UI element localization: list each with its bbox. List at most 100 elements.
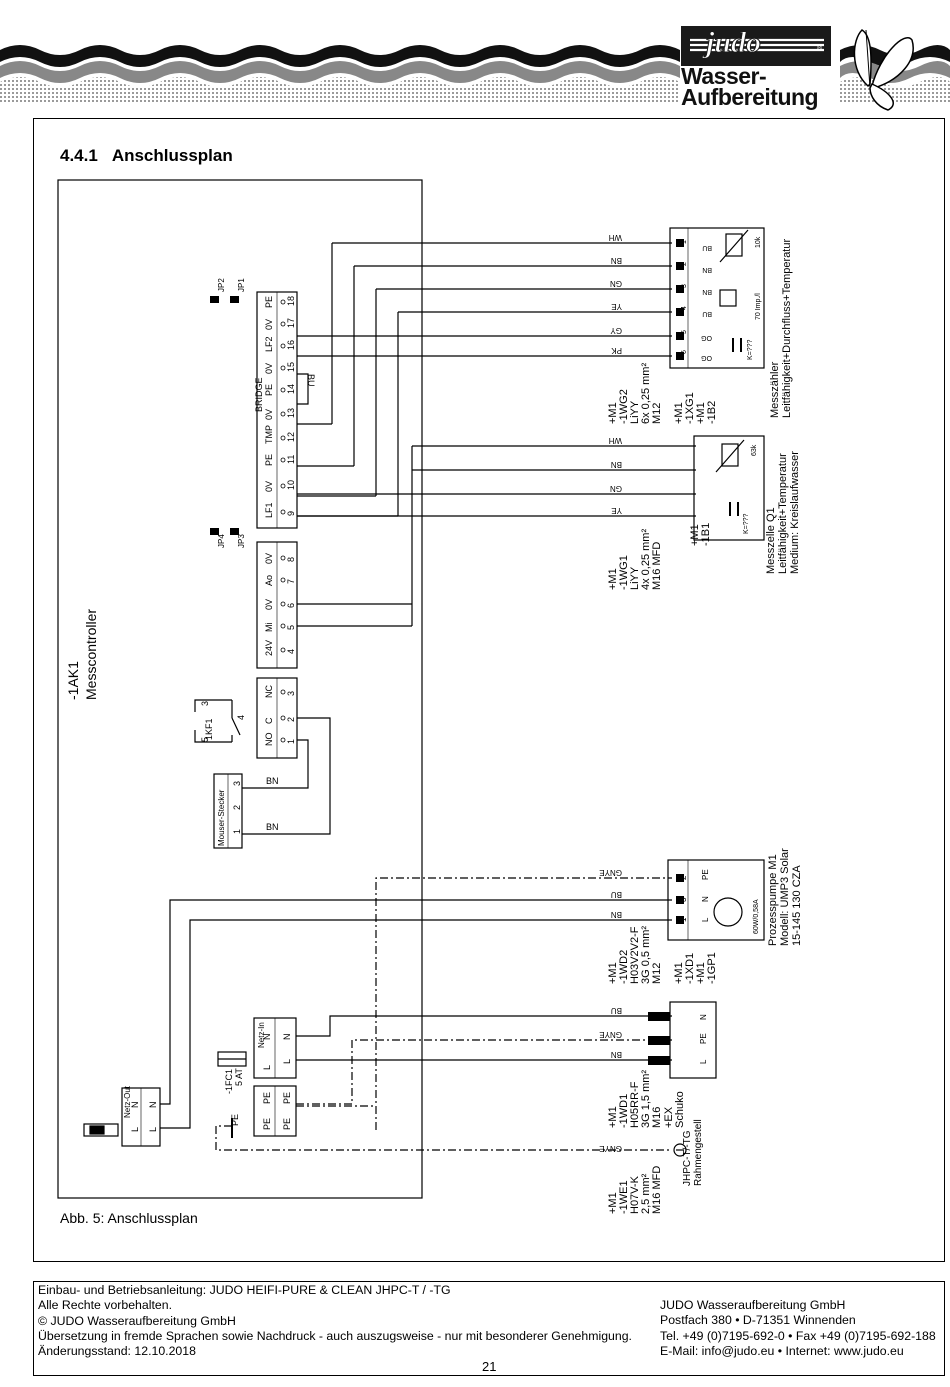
terminal-number-14: 14 xyxy=(286,384,296,394)
controller-name: Messcontroller xyxy=(83,609,99,700)
xd1-line-3: +M1 xyxy=(695,962,707,984)
svg-text:PE: PE xyxy=(262,1118,272,1130)
wd2-line-4: 3G 0,5 mm² xyxy=(640,926,652,984)
wg1-line-1: +M1 xyxy=(607,568,619,590)
schuko-pin-pe: PE xyxy=(699,1033,708,1044)
netz-out-pin-n: N xyxy=(148,1102,158,1109)
relay-terminal-label-c: C xyxy=(264,717,274,724)
brand-line-2: Aufbereitung xyxy=(681,84,819,110)
rahmen-line-2: Rahmengestell xyxy=(693,1119,704,1186)
relay-terminal-number-2: 2 xyxy=(286,717,296,722)
pumpe-pin-pe: PE xyxy=(701,869,710,880)
wg1-wire-wh: WH xyxy=(608,436,622,445)
messzelle-ohm: 63k xyxy=(751,444,758,456)
xg1-line-3: +M1 xyxy=(695,402,707,424)
terminal-label-17: 0V xyxy=(264,319,274,330)
page-title: 4.4.1 Anschlussplan xyxy=(60,146,233,166)
terminal-label-15: 0V xyxy=(264,363,274,374)
fuse-id: -1FC1 xyxy=(224,1069,234,1094)
netz-in-pin-n: N xyxy=(282,1034,292,1041)
relay-id: 1KF1 xyxy=(204,718,214,740)
terminal-number-16: 16 xyxy=(286,340,296,350)
messzaehler-pin-3: BN xyxy=(702,288,712,295)
messzaehler-imp: 70 Imp./l xyxy=(755,293,762,320)
wg2-line-2: -1WG2 xyxy=(618,389,630,424)
svg-text:PE: PE xyxy=(282,1118,292,1130)
jumper-jp2: JP2 xyxy=(217,278,226,292)
we1-line-1: +M1 xyxy=(607,1192,619,1214)
footer-rights: Alle Rechte vorbehalten. xyxy=(38,1298,172,1313)
wd2-wire-gnye: GNYE xyxy=(599,868,622,877)
relay-terminal-label-no: NO xyxy=(264,733,274,747)
wg1-line-2: -1WG1 xyxy=(618,555,630,590)
terminal-label-18: PE xyxy=(264,296,274,308)
logo-text: judo xyxy=(702,26,761,59)
relay-terminal-label-nc: NC xyxy=(264,685,274,698)
b1-line-2: -1B1 xyxy=(700,523,712,546)
mouser-pin-3: 3 xyxy=(232,781,242,786)
terminal-label-14: PE xyxy=(264,384,274,396)
messzelle-medium: Medium: Kreislaufwasser xyxy=(789,451,801,574)
section-number: 4.4.1 xyxy=(60,146,98,165)
messzelle-title: Messzelle Q1 xyxy=(765,507,777,574)
messzaehler-num-4: 4 xyxy=(681,306,688,310)
footer-manual-title: Einbau- und Betriebsanleitung: JUDO HEIF… xyxy=(38,1283,451,1297)
terminal-number-12: 12 xyxy=(286,432,296,442)
section-title: Anschlussplan xyxy=(111,146,233,165)
footer-revision: Änderungsstand: 12.10.2018 xyxy=(38,1344,196,1359)
figure-caption: Abb. 5: Anschlussplan xyxy=(60,1210,198,1226)
terminal-label-10: 0V xyxy=(264,481,274,492)
terminal-label-4: 24V xyxy=(264,640,274,656)
messzaehler-title: Messzähler xyxy=(769,361,781,418)
terminal-number-4: 4 xyxy=(286,649,296,654)
terminal-label-9: LF1 xyxy=(264,502,274,518)
pumpe-num-1: 1 xyxy=(679,917,688,922)
terminal-number-18: 18 xyxy=(286,296,296,306)
footer-postbox: Postfach 380 • D-71351 Winnenden xyxy=(660,1313,856,1328)
wd1-line-4: 3G 1,5 mm² xyxy=(640,1070,652,1128)
page-number: 21 xyxy=(482,1359,497,1374)
xd1-line-2: -1XD1 xyxy=(684,953,696,984)
wd2-line-5: M12 xyxy=(651,963,663,984)
mouser-name: Mouser-Stecker xyxy=(217,789,226,846)
netz-out-label-l: L xyxy=(130,1127,140,1132)
footer-translation-note: Übersetzung in fremde Sprachen sowie Nac… xyxy=(38,1328,632,1343)
netz-out-name: Netz-Out xyxy=(123,1085,132,1118)
netz-in-label-n: N xyxy=(262,1034,272,1041)
brand-line-1: Wasser- xyxy=(681,63,767,89)
wd1-line-5: M16 xyxy=(651,1107,663,1128)
bridge-label: BRIDGE xyxy=(254,377,264,412)
wd1-line-2: -1WD1 xyxy=(618,1094,630,1128)
relay-terminal-number-1: 1 xyxy=(286,739,296,744)
netz-in-name: Netz-In xyxy=(257,1022,266,1048)
footer: Einbau- und Betriebsanleitung: JUDO HEIF… xyxy=(33,1281,945,1376)
pumpe-num-3: 3 xyxy=(679,897,688,902)
messzaehler-num-6: 6 xyxy=(681,350,688,354)
messzaehler-pin-2: BN xyxy=(702,266,712,273)
brand-name: Wasser- Aufbereitung xyxy=(681,63,819,110)
wg2-wire-ye: YE xyxy=(611,302,622,311)
messzaehler-ohm: 10k xyxy=(755,236,762,248)
messzaehler-pin-4: BU xyxy=(702,310,712,317)
messzaehler-pin-5: OG xyxy=(701,334,712,341)
relay-terminal-number-3: 3 xyxy=(286,691,296,696)
terminal-label-6: 0V xyxy=(264,599,274,610)
footer-company: JUDO Wasseraufbereitung GmbH xyxy=(660,1298,846,1312)
wd2-wire-bn: BN xyxy=(611,910,622,919)
terminal-label-16: LF2 xyxy=(264,336,274,352)
wg2-wire-pk: PK xyxy=(611,346,622,355)
controller-box xyxy=(57,179,423,1199)
terminal-label-8: 0V xyxy=(264,553,274,564)
terminal-number-15: 15 xyxy=(286,362,296,372)
terminal-number-10: 10 xyxy=(286,480,296,490)
terminal-number-9: 9 xyxy=(286,511,296,516)
header-wave-graphic: judo ® xyxy=(0,26,950,111)
wg2-wire-wh: WH xyxy=(608,233,622,242)
terminal-label-13: 0V xyxy=(264,409,274,420)
messzelle-subtitle: Leitfähigkeit+Temperatur xyxy=(777,453,789,574)
terminal-number-5: 5 xyxy=(286,625,296,630)
footer-email: E-Mail: info@judo.eu • Internet: www.jud… xyxy=(660,1343,904,1358)
wd2-line-3: H03V2V2-F xyxy=(629,926,641,984)
mouser-pin-2: 2 xyxy=(232,805,242,810)
butterfly-icon xyxy=(853,29,914,111)
